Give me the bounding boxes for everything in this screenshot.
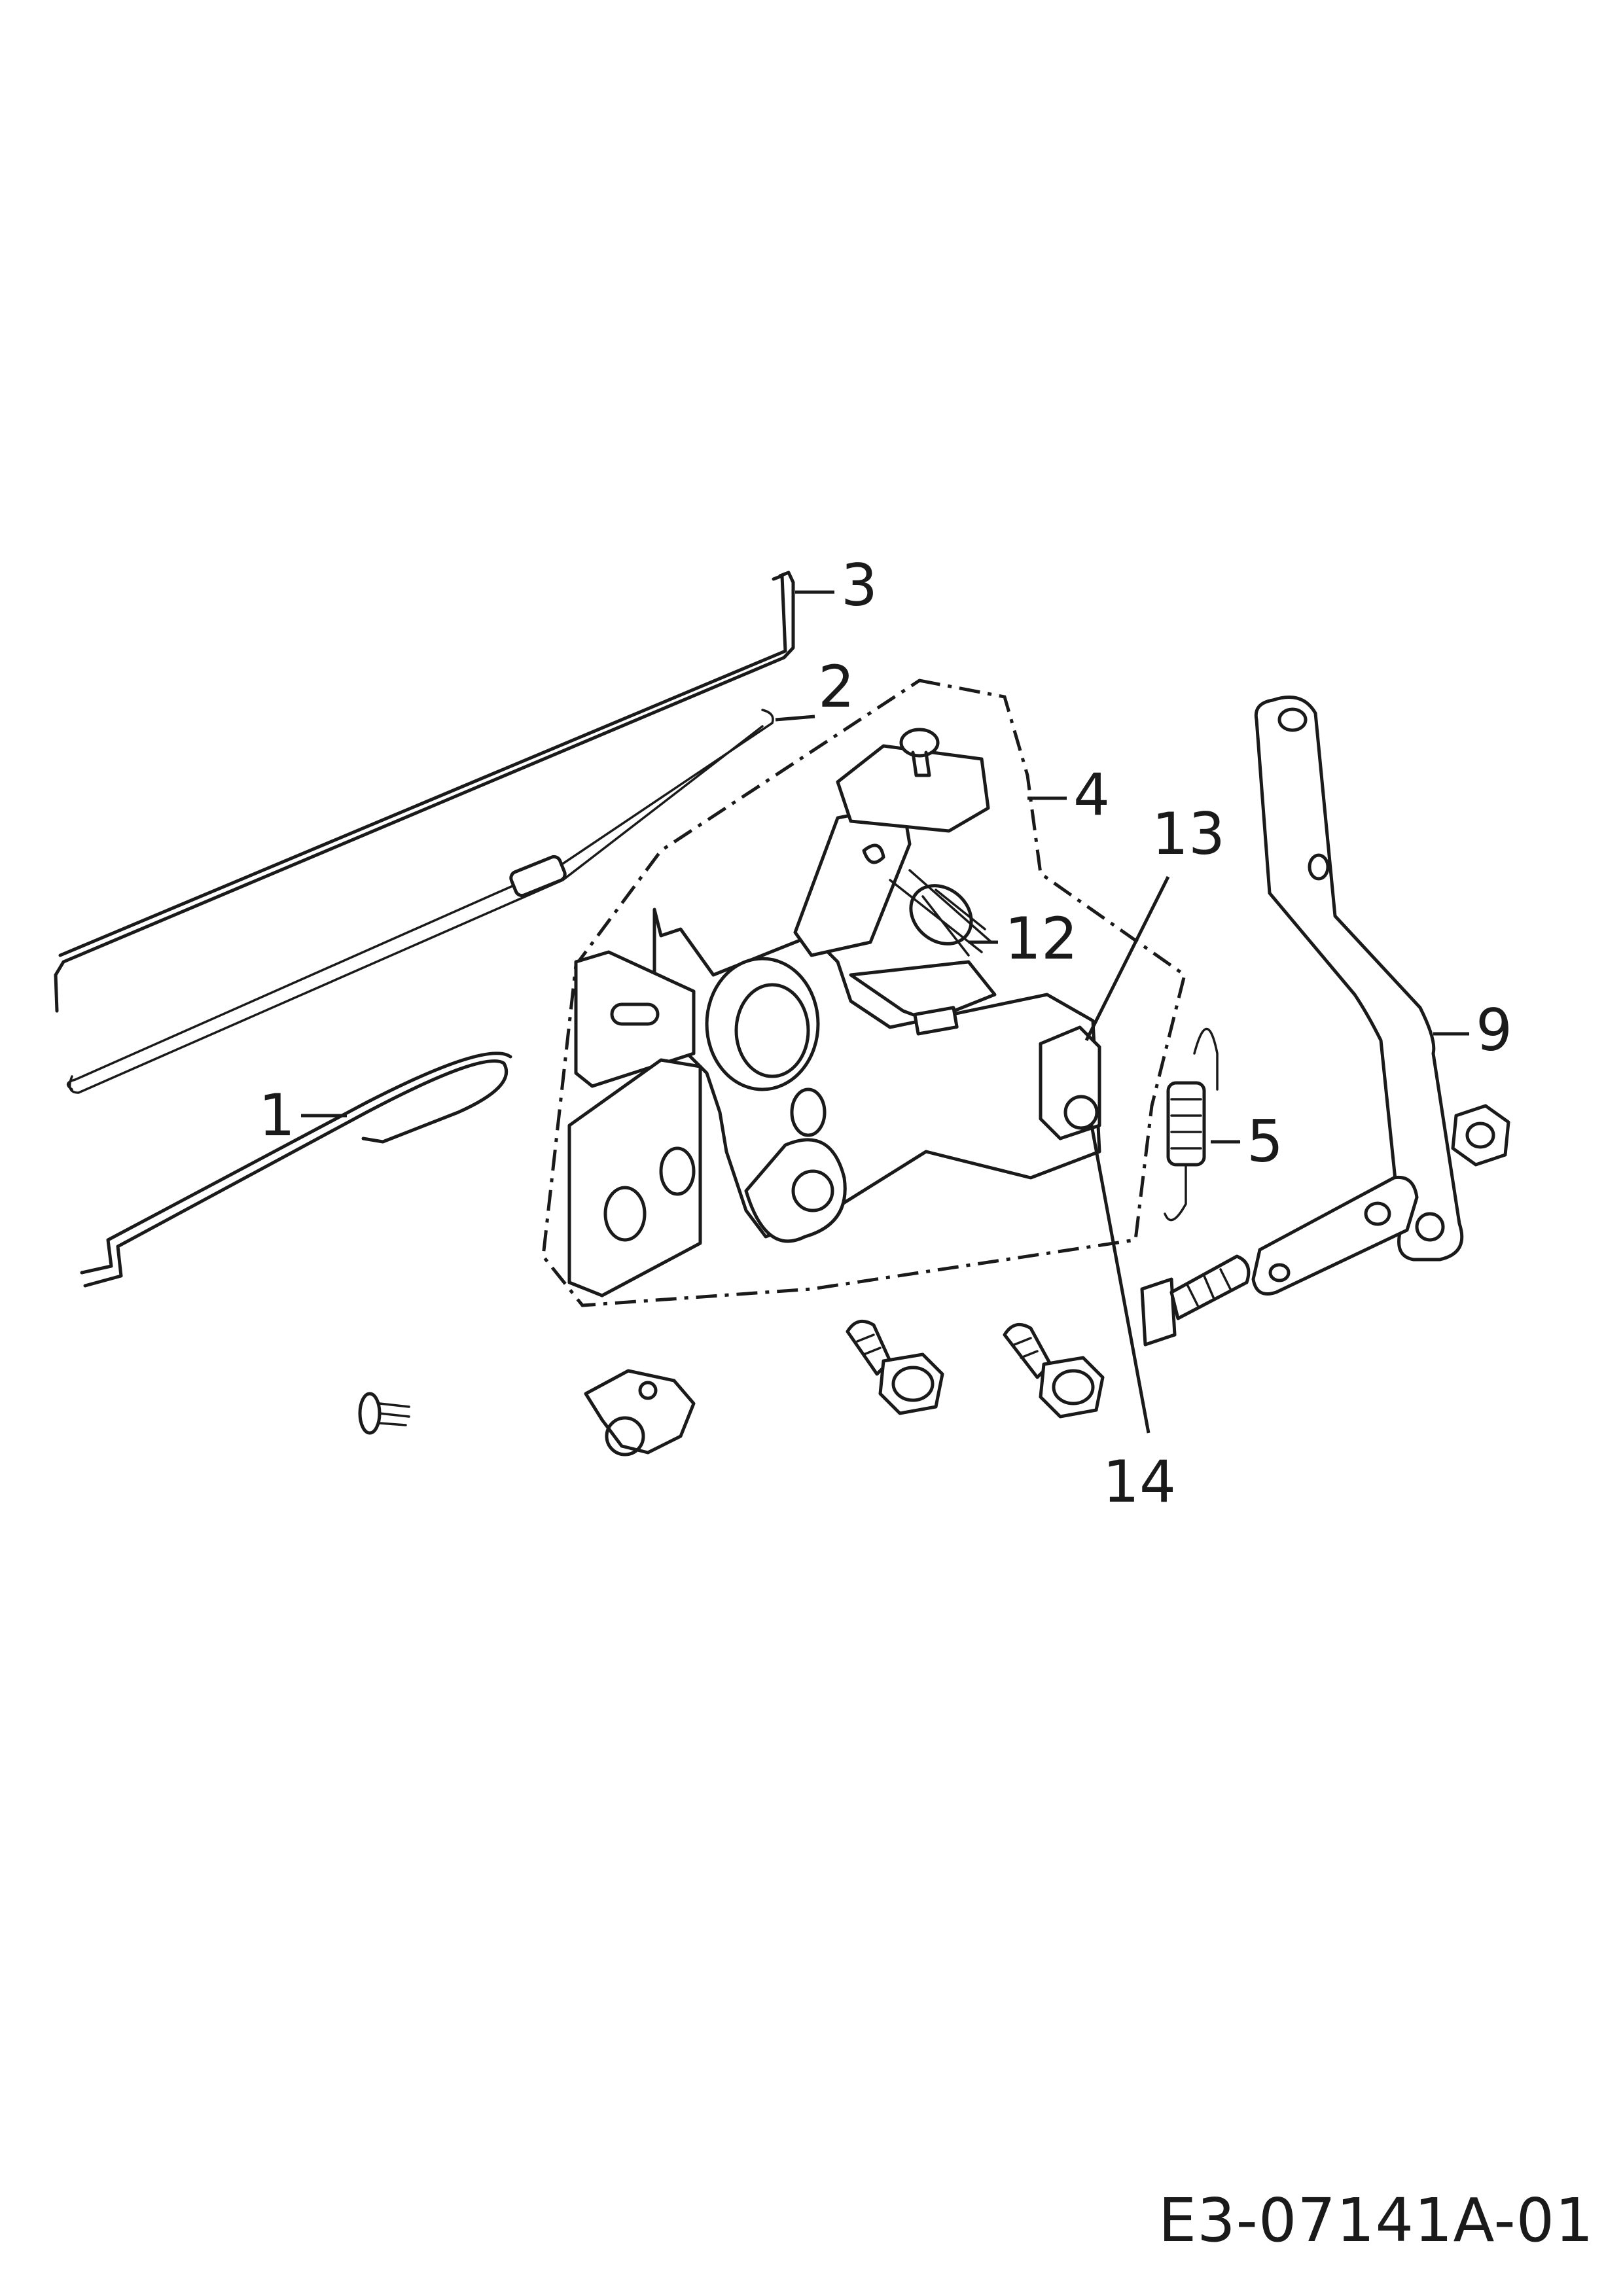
flange-bolt-left — [846, 1319, 944, 1415]
small-screw — [358, 1392, 410, 1435]
part-3-rod — [54, 571, 795, 1013]
part-2-cable — [66, 709, 774, 1094]
nut — [1451, 1104, 1510, 1167]
part-1-link — [80, 1051, 512, 1288]
callout-1: 1 — [259, 1082, 295, 1149]
governor-bracket — [567, 728, 1101, 1298]
part-12-spring — [889, 869, 993, 957]
part-13-block — [1039, 1025, 1101, 1140]
callout-14: 14 — [1103, 1448, 1176, 1515]
callout-9: 9 — [1476, 997, 1512, 1064]
callout-13: 13 — [1152, 800, 1225, 868]
callout-3: 3 — [841, 552, 878, 619]
carriage-bolt — [1140, 1254, 1251, 1347]
callout-12: 12 — [1005, 905, 1078, 972]
cable-clamp — [584, 1369, 696, 1457]
callout-2: 2 — [818, 653, 855, 720]
part-9-lever — [1251, 696, 1464, 1296]
leader-lines — [301, 590, 1469, 1434]
callout-5: 5 — [1247, 1108, 1283, 1175]
part-5-spring — [1164, 1028, 1219, 1222]
drawing-code: E3-07141A-01 — [1158, 2185, 1594, 2255]
flange-bolt-right — [1003, 1322, 1105, 1419]
callout-4: 4 — [1073, 761, 1110, 828]
